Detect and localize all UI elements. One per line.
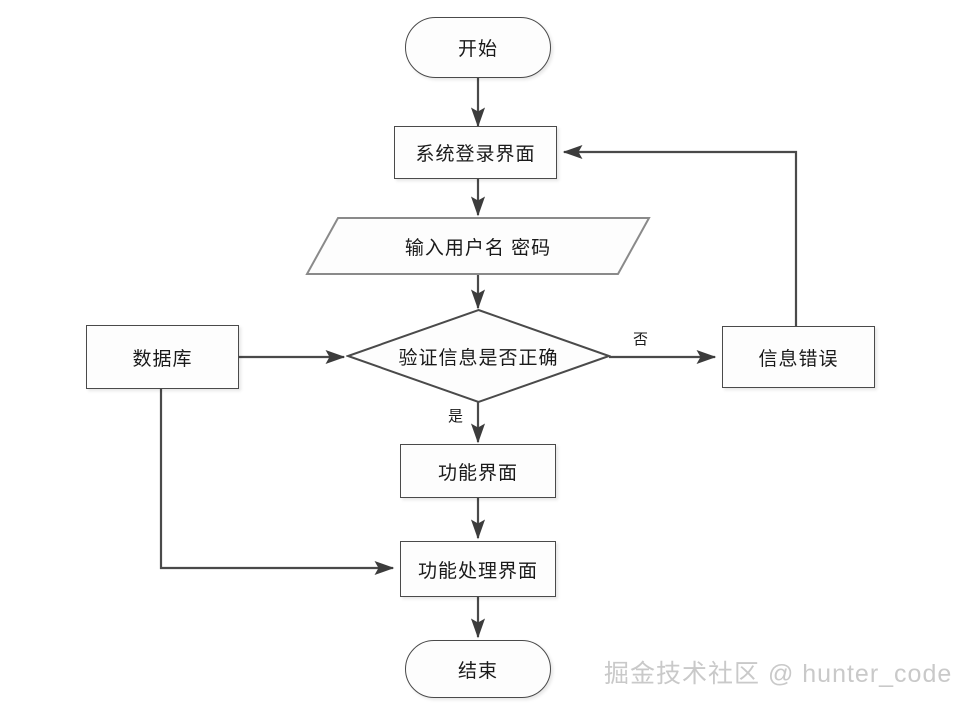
node-function-interface[interactable]: 功能界面 — [400, 444, 556, 498]
edge-label-no: 否 — [633, 331, 649, 348]
node-input-credentials-label: 输入用户名 密码 — [404, 237, 552, 259]
node-system-login-interface-label: 系统登录界面 — [415, 144, 536, 165]
node-input-credentials[interactable]: 输入用户名 密码 — [305, 216, 651, 276]
node-system-login-interface[interactable]: 系统登录界面 — [394, 126, 557, 179]
node-database[interactable]: 数据库 — [86, 325, 239, 389]
node-verify-credentials-label: 验证信息是否正确 — [398, 347, 559, 369]
node-start-label: 开始 — [457, 39, 498, 60]
node-function-processing-interface-label: 功能处理界面 — [417, 560, 538, 582]
node-end-label: 结束 — [457, 660, 498, 682]
edge-label-yes: 是 — [448, 408, 464, 425]
node-info-error-label: 信息错误 — [758, 348, 839, 370]
diamond-shape — [346, 308, 611, 404]
edge-error-to-login — [562, 144, 798, 327]
parallelogram-shape — [305, 217, 651, 275]
node-end[interactable]: 结束 — [405, 640, 551, 698]
node-database-label: 数据库 — [132, 348, 193, 370]
edge-database-to-process — [159, 389, 395, 576]
node-function-processing-interface[interactable]: 功能处理界面 — [400, 541, 556, 597]
node-function-interface-label: 功能界面 — [437, 462, 518, 484]
watermark-text: 掘金技术社区 @ hunter_code — [604, 660, 953, 688]
node-info-error[interactable]: 信息错误 — [722, 326, 875, 388]
node-verify-credentials[interactable]: 验证信息是否正确 — [346, 308, 611, 404]
node-start[interactable]: 开始 — [405, 17, 551, 78]
